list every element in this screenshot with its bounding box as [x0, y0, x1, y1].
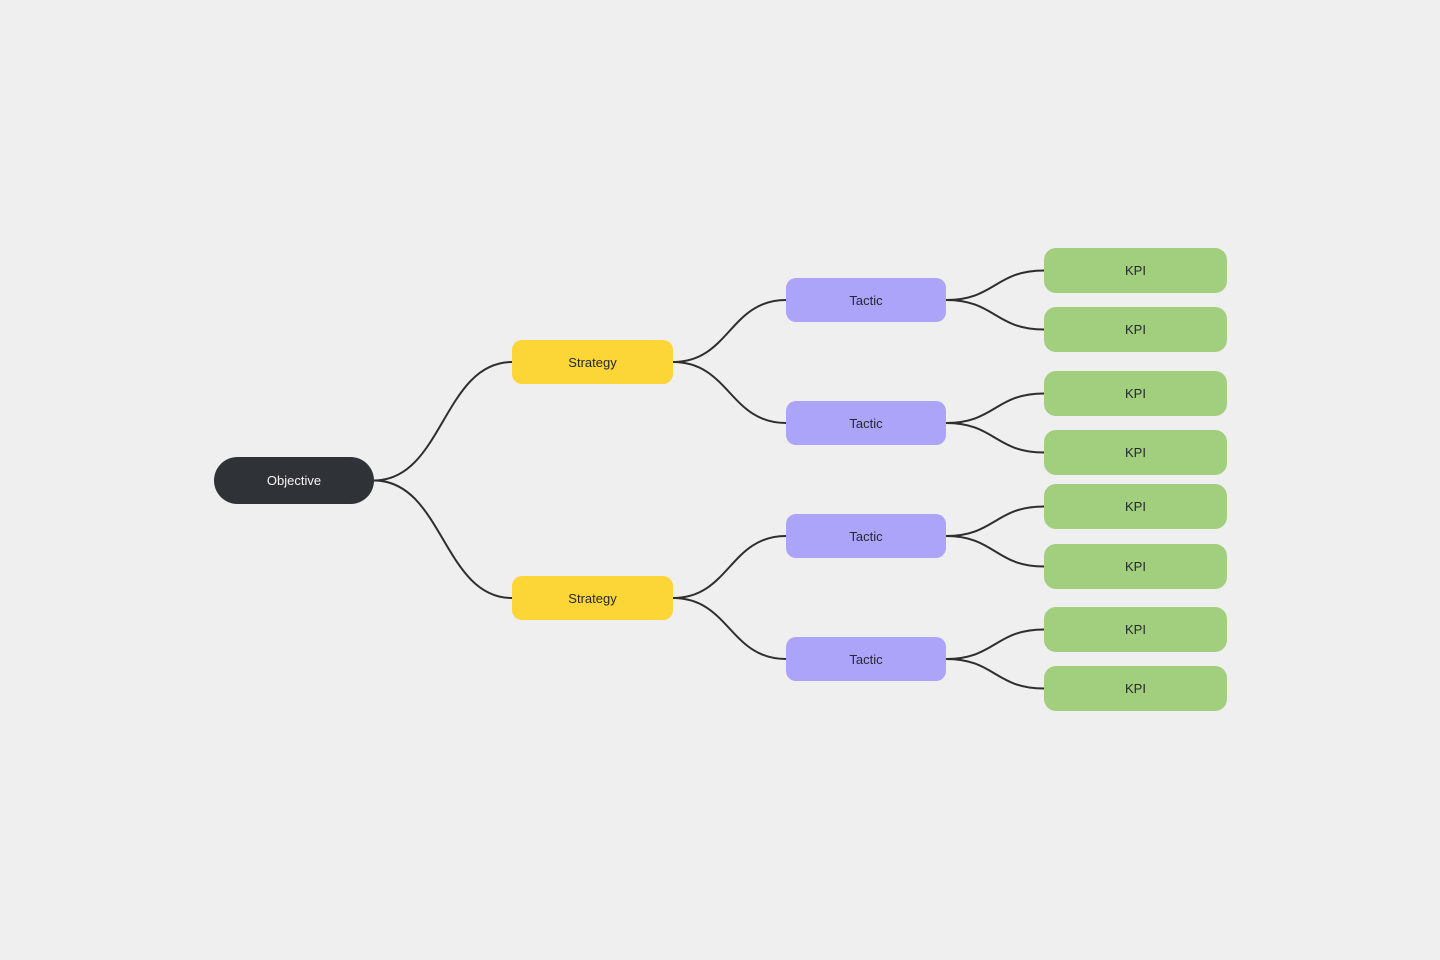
edge-tactic-1-kpi-2 [945, 299, 1045, 331]
edge-strategy-1-tactic-1 [672, 299, 787, 363]
node-tactic-3[interactable]: Tactic [786, 514, 946, 558]
edge-strategy-2-tactic-3 [672, 535, 787, 599]
node-tactic-1[interactable]: Tactic [786, 278, 946, 322]
edge-tactic-4-kpi-8 [945, 658, 1045, 690]
edge-tactic-3-kpi-5 [945, 505, 1045, 537]
node-kpi-2[interactable]: KPI [1044, 307, 1227, 352]
node-strategy-1[interactable]: Strategy [512, 340, 673, 384]
node-strategy-2[interactable]: Strategy [512, 576, 673, 620]
edge-tactic-4-kpi-7 [945, 628, 1045, 660]
edge-tactic-1-kpi-1 [945, 269, 1045, 301]
node-kpi-7[interactable]: KPI [1044, 607, 1227, 652]
node-tactic-2[interactable]: Tactic [786, 401, 946, 445]
edge-objective-strategy-1 [373, 361, 513, 482]
node-kpi-3[interactable]: KPI [1044, 371, 1227, 416]
edge-tactic-2-kpi-3 [945, 392, 1045, 424]
edge-tactic-2-kpi-4 [945, 422, 1045, 454]
node-objective[interactable]: Objective [214, 457, 374, 504]
edge-objective-strategy-2 [373, 479, 513, 599]
node-kpi-8[interactable]: KPI [1044, 666, 1227, 711]
node-tactic-4[interactable]: Tactic [786, 637, 946, 681]
node-kpi-5[interactable]: KPI [1044, 484, 1227, 529]
edge-strategy-2-tactic-4 [672, 597, 787, 660]
node-kpi-4[interactable]: KPI [1044, 430, 1227, 475]
node-kpi-1[interactable]: KPI [1044, 248, 1227, 293]
node-kpi-6[interactable]: KPI [1044, 544, 1227, 589]
edge-strategy-1-tactic-2 [672, 361, 787, 424]
edge-tactic-3-kpi-6 [945, 535, 1045, 568]
